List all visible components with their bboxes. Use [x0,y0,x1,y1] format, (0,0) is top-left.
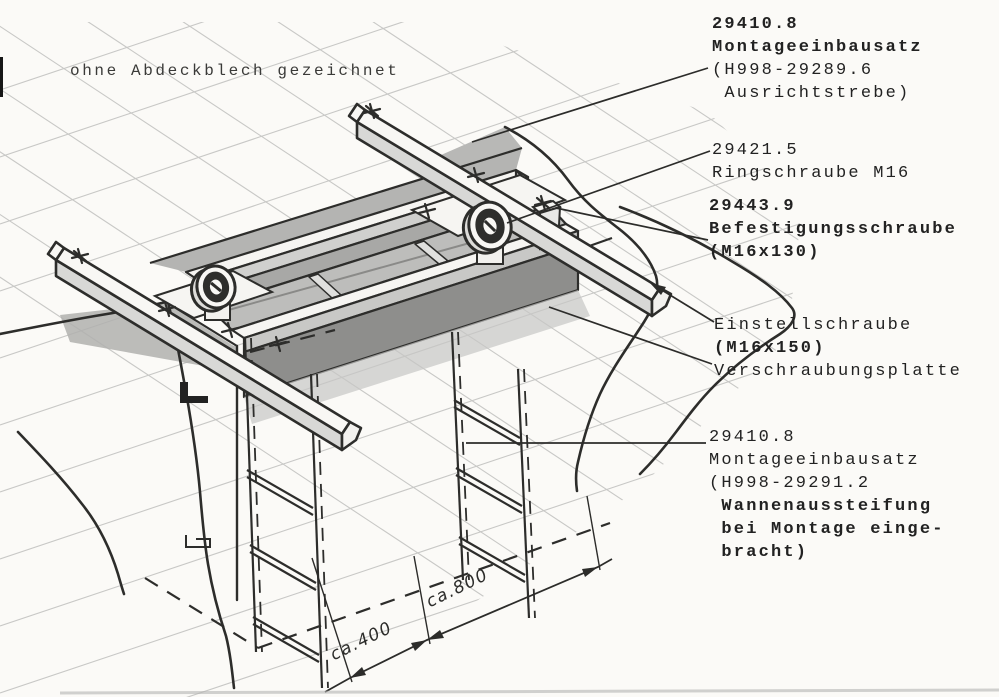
star-mark [362,102,382,120]
extension-line [413,555,431,645]
extension-line [311,557,353,683]
part-detail: (H998-29291.2 [709,474,871,493]
dimension-arrowhead [427,630,444,640]
ring-screws [189,200,513,321]
part-name: Ringschraube M16 [712,164,911,183]
extension-line [586,495,601,571]
plus-mark [417,202,437,220]
part-name: Montageeinbausatz [709,451,920,470]
alignment-beam-left [46,240,363,452]
drawing-note: ohne Abdeckblech gezeichnet [70,62,400,80]
trough-shadow-band [244,290,590,424]
part-detail: (M16x130) [709,243,821,262]
part-number: 29443.9 [709,197,796,216]
ladder-right [450,331,536,619]
star-mark [533,194,553,212]
leader-lines [466,67,715,444]
part-detail: (H998-29289.6 [712,61,874,80]
alignment-beams [46,102,673,452]
part-detail: (M16x150) [714,339,826,358]
callout-ringschraube: 29421.5 Ringschraube M16 [712,139,910,185]
part-name: Einstellschraube [714,316,913,335]
part-name: Verschraubungsplatte [714,362,963,381]
torn-wall-edge-inner [166,300,236,690]
plus-mark [157,300,177,318]
pit-bottom-hidden-edges [144,328,611,650]
callout-ausrichtstrebe: 29410.8 Montageeinbausatz (H998-29289.6 … [712,13,923,105]
dimension-arrowhead [411,640,427,651]
reference-mark-small [185,535,211,548]
position-marks [70,102,553,353]
angle-reference-mark [180,382,208,403]
part-detail: Wannenaussteifung [709,497,933,516]
plus-mark [220,321,240,339]
part-detail: bei Montage einge- [709,520,945,539]
ring-screw-right [461,200,513,265]
leader-verschraubungsplatte [548,306,713,365]
torn-wall-edge-outer [16,430,126,596]
part-name: Befestigungsschraube [709,220,958,239]
dimension-arrowhead [350,667,366,678]
part-number: 29410.8 [709,428,796,447]
part-number: 29421.5 [712,141,799,160]
callout-befestigungsschraube: 29443.9 Befestigungsschraube (M16x130) [709,195,957,264]
callout-einstellschraube: Einstellschraube (M16x150) Verschraubung… [714,314,962,383]
dimension-arrowhead [582,567,598,577]
scan-artifacts [0,57,999,695]
leader-ausrichtstrebe [471,67,709,143]
leader-befestigungsschraube [555,207,709,241]
ring-screw-left [189,264,237,321]
plus-mark [466,166,486,184]
star-mark [70,247,90,265]
plus-mark [268,335,288,353]
part-number: 29410.8 [712,15,799,34]
callout-wannenaussteifung: 29410.8 Montageeinbausatz (H998-29291.2 … [709,426,945,564]
part-name: Montageeinbausatz [712,38,923,57]
part-detail: bracht) [709,543,809,562]
leader-ringschraube [506,150,711,224]
part-detail: Ausrichtstrebe) [712,84,911,103]
dimension-lines [311,495,613,693]
torn-edge-right-outer [618,205,796,476]
leader-arrowhead [650,283,666,295]
